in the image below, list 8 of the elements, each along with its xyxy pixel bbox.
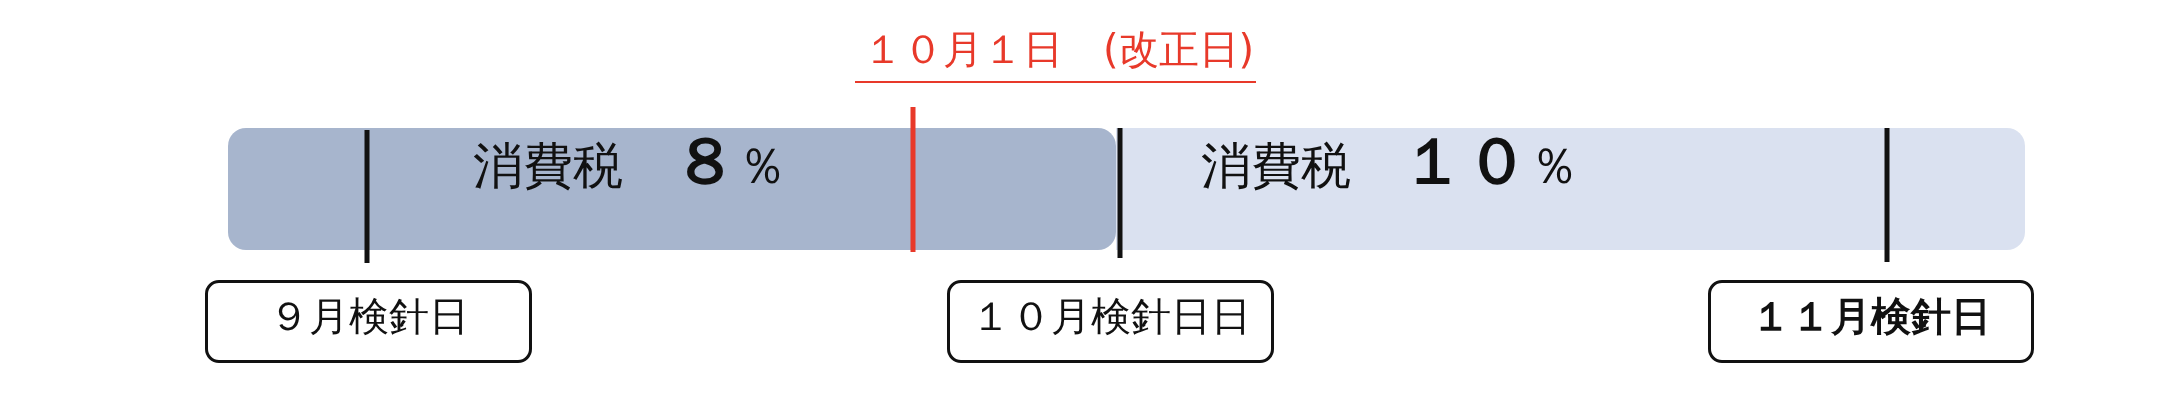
revision-date-label: １０月１日 (改正日) — [855, 22, 1257, 83]
tax-rate-band — [228, 128, 1116, 250]
tax-rate-text: 消費税 １０％ — [1201, 123, 1579, 200]
meter-reading-box: ９月検針日 — [205, 280, 532, 363]
tax-rate-band — [1116, 128, 2025, 250]
meter-reading-box: １０月検針日日 — [947, 280, 1274, 363]
tax-rate-text: 消費税 ８％ — [473, 123, 787, 200]
meter-reading-box: １１月検針日 — [1708, 280, 2034, 363]
